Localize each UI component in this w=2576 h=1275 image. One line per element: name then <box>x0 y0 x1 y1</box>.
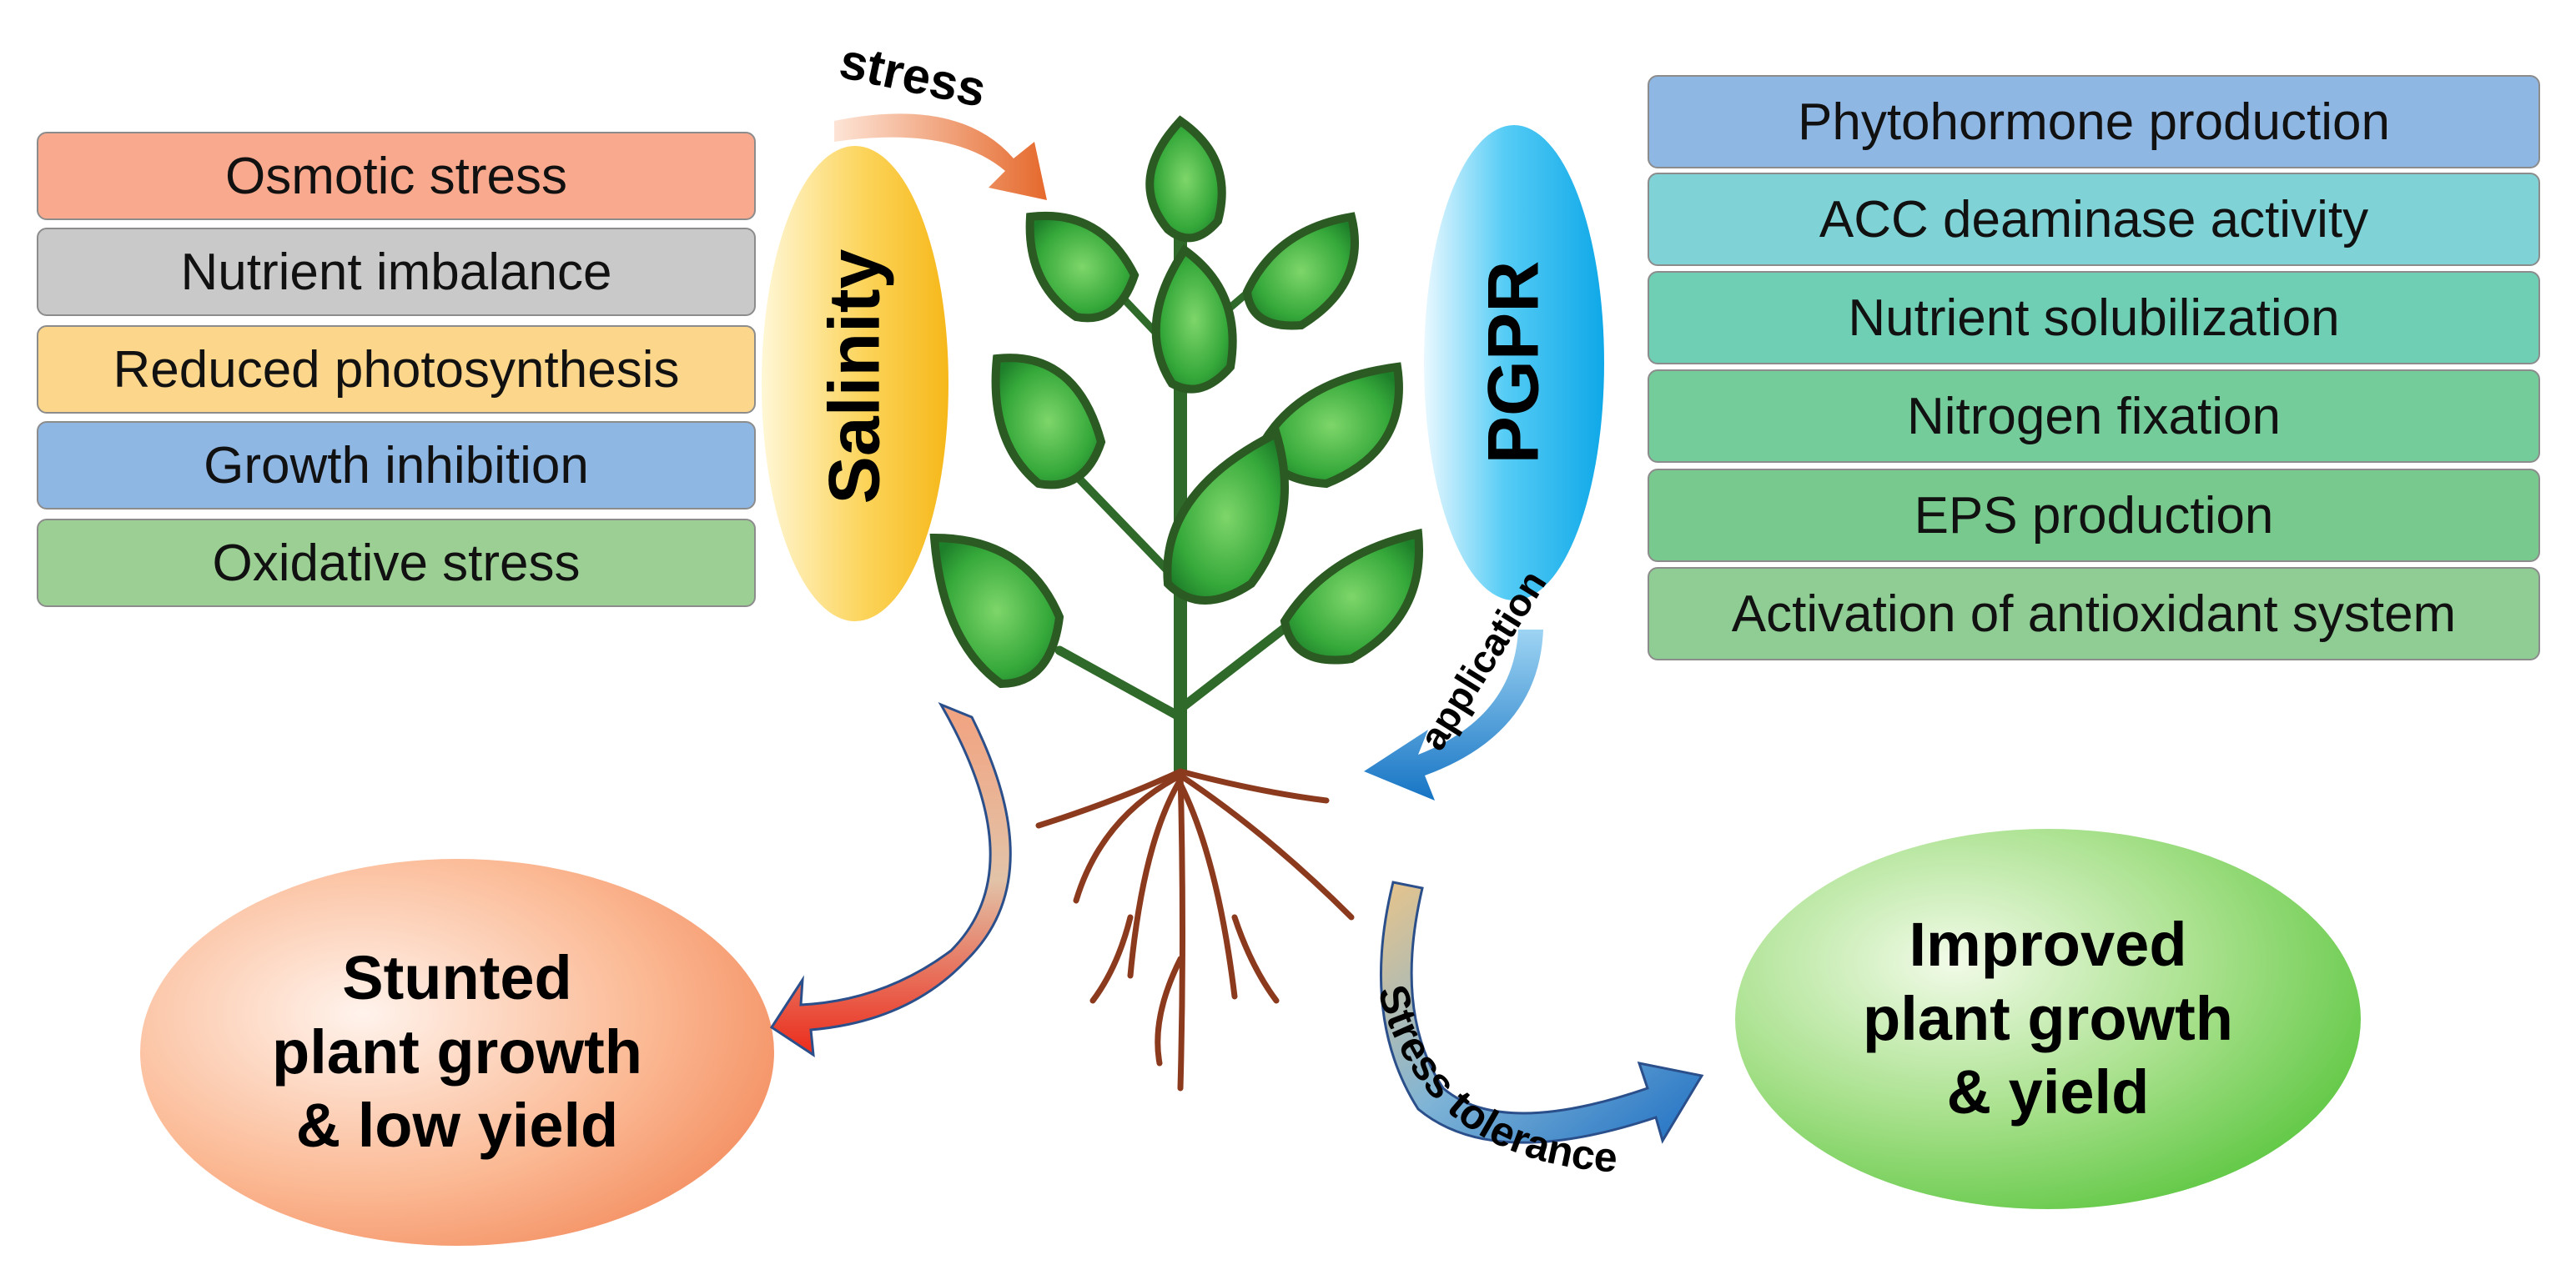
pgpr-mechanism-box: Activation of antioxidant system <box>1648 567 2540 660</box>
plant-leaves <box>929 115 1423 689</box>
negative-outcome-ellipse <box>140 859 774 1246</box>
pgpr-mechanism-box: ACC deaminase activity <box>1648 173 2540 266</box>
negative-outcome-line: Stunted <box>342 942 572 1012</box>
positive-outcome-line: Improved <box>1909 909 2187 979</box>
salinity-ellipse <box>762 146 948 621</box>
pgpr-ellipse <box>1424 125 1604 600</box>
root <box>1177 768 1330 804</box>
salinity-effect-box: Growth inhibition <box>37 421 756 509</box>
pgpr-mechanism-box: EPS production <box>1648 469 2540 562</box>
leaf <box>1280 528 1423 665</box>
pgpr-mechanism-box: Phytohormone production <box>1648 75 2540 168</box>
leaf <box>991 354 1106 489</box>
leaf <box>1151 243 1237 394</box>
leaf <box>1242 212 1359 330</box>
root <box>1231 914 1280 1004</box>
negative-outcome-line: & low yield <box>295 1091 619 1161</box>
pgpr-label: PGPR <box>1473 260 1554 464</box>
salinity-effect-box: Nutrient imbalance <box>37 228 756 316</box>
root <box>1155 956 1184 1067</box>
positive-outcome-text: Improved plant growth & yield <box>1735 829 2361 1209</box>
root <box>1177 772 1355 921</box>
root <box>1177 781 1238 1000</box>
pgpr-mechanism-box: Nitrogen fixation <box>1648 369 2540 463</box>
root <box>1089 914 1134 1004</box>
application-arrow <box>1364 630 1543 801</box>
leaf <box>1145 115 1226 243</box>
positive-outcome-line: plant growth <box>1863 983 2233 1053</box>
root <box>1127 776 1184 979</box>
leaf <box>1163 427 1289 605</box>
negative-outcome-arrow <box>769 701 1012 1057</box>
salinity-effect-box: Osmotic stress <box>37 132 756 220</box>
positive-outcome-line: & yield <box>1946 1057 2150 1127</box>
leaf <box>929 533 1064 689</box>
salinity-effect-box: Oxidative stress <box>37 519 756 607</box>
root <box>1073 772 1184 904</box>
positive-outcome-ellipse <box>1735 829 2361 1209</box>
root <box>1177 768 1185 1092</box>
leaf <box>1025 211 1140 323</box>
pgpr-mechanism-box: Nutrient solubilization <box>1648 271 2540 364</box>
negative-outcome-text: Stunted plant growth & low yield <box>140 859 774 1246</box>
positive-outcome-arrow <box>1380 881 1704 1144</box>
salinity-effect-box: Reduced photosynthesis <box>37 325 756 414</box>
stress-arrow <box>834 113 1047 200</box>
plant-roots <box>1035 768 1355 1092</box>
root <box>1035 768 1184 829</box>
negative-outcome-line: plant growth <box>272 1016 642 1087</box>
plant-branch <box>1064 463 1185 588</box>
plant-branch <box>1054 645 1185 722</box>
salinity-label: Salinity <box>814 248 895 504</box>
